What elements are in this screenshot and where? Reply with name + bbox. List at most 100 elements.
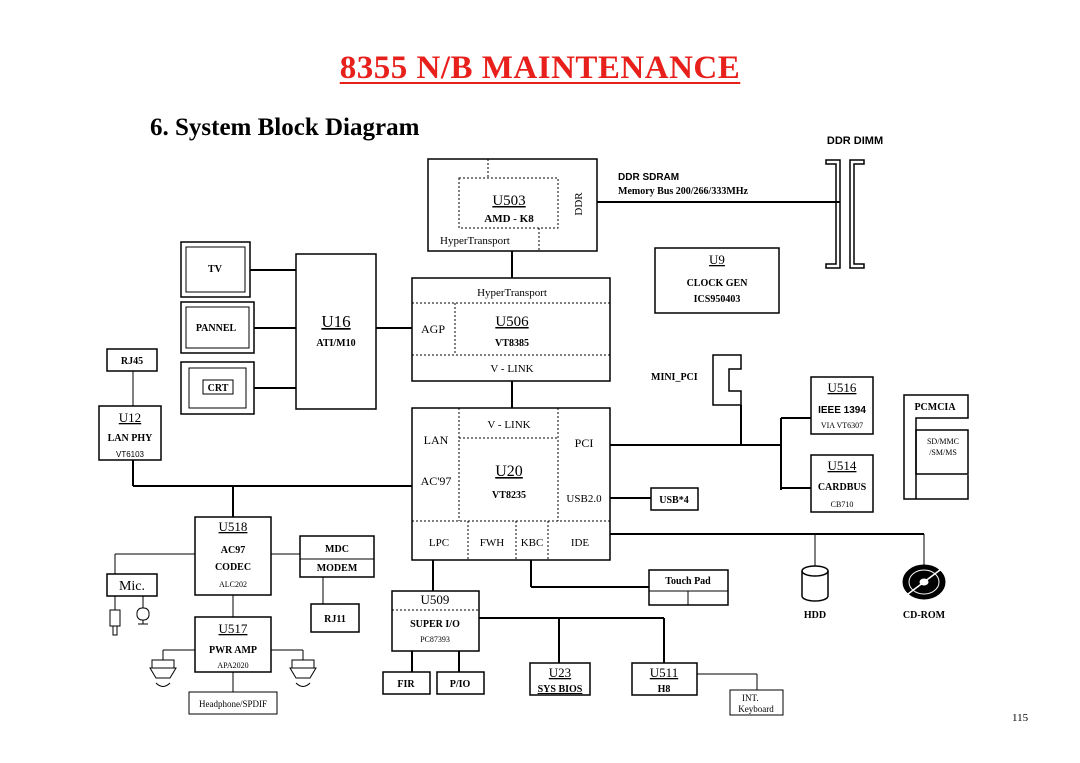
lpc-port-label: LPC bbox=[429, 537, 449, 549]
mic-label: Mic. bbox=[119, 579, 145, 594]
section-heading: 6. System Block Diagram bbox=[150, 114, 420, 141]
super-io-label: SUPER I/O bbox=[410, 619, 460, 630]
usb20-port-label: USB2.0 bbox=[566, 493, 602, 505]
u12-label: U12 bbox=[119, 410, 141, 425]
lan-phy-label: LAN PHY bbox=[108, 433, 154, 444]
fwh-port-label: FWH bbox=[480, 537, 505, 549]
u23-block bbox=[529, 662, 591, 696]
ac97-port-label: AC'97 bbox=[421, 474, 452, 488]
memory-bus-label: Memory Bus 200/266/333MHz bbox=[618, 186, 749, 197]
keyboard-label: Keyboard bbox=[738, 704, 774, 714]
u16-block bbox=[295, 253, 377, 410]
sd-mmc-label: SD/MMC bbox=[927, 437, 959, 446]
cardbus-label: CARDBUS bbox=[818, 482, 867, 493]
pio-label: P/IO bbox=[450, 679, 471, 690]
vt8235-label: VT8235 bbox=[492, 490, 526, 501]
u23-label: U23 bbox=[549, 665, 571, 680]
u518-label: U518 bbox=[219, 519, 248, 534]
u514-block bbox=[810, 454, 874, 513]
mdc-label: MDC bbox=[325, 544, 349, 555]
int-label: INT. bbox=[742, 693, 759, 703]
ide-port-label: IDE bbox=[571, 537, 590, 549]
super-io-block bbox=[391, 590, 480, 652]
amd-k8-label: AMD - K8 bbox=[484, 213, 534, 225]
pwr-amp-label: PWR AMP bbox=[209, 645, 257, 656]
pci-port-label: PCI bbox=[575, 436, 594, 450]
u16-label: U16 bbox=[321, 312, 350, 331]
sm-ms-label: /SM/MS bbox=[929, 448, 957, 457]
ddr-sdram-label: DDR SDRAM bbox=[618, 172, 679, 183]
u516-block bbox=[810, 376, 874, 435]
cpu-block bbox=[427, 158, 598, 252]
speaker-left-icon bbox=[149, 659, 177, 687]
h8-label: H8 bbox=[658, 684, 671, 695]
pannel-device bbox=[180, 301, 255, 354]
u503-label: U503 bbox=[492, 193, 525, 209]
usb4-block bbox=[650, 487, 699, 511]
pc87393-label: PC87393 bbox=[420, 635, 450, 644]
touch-pad-label: Touch Pad bbox=[665, 576, 711, 587]
u517-block bbox=[194, 616, 272, 673]
tv-label: TV bbox=[208, 264, 223, 275]
sys-bios-label: SYS BIOS bbox=[538, 684, 583, 695]
u511-label: U511 bbox=[650, 665, 678, 680]
u20-label: U20 bbox=[495, 463, 523, 480]
sb-vlink-label: V - LINK bbox=[487, 419, 530, 431]
cdrom-icon bbox=[902, 564, 946, 600]
modem-label: MODEM bbox=[317, 563, 358, 574]
pannel-label: PANNEL bbox=[196, 323, 237, 334]
vt6103-label: VT6103 bbox=[116, 450, 145, 459]
int-keyboard-block bbox=[729, 689, 784, 716]
mdc-modem-block bbox=[299, 535, 375, 578]
crt-label: CRT bbox=[208, 383, 229, 394]
u516-label: U516 bbox=[828, 380, 857, 395]
via-vt6307-label: VIA VT6307 bbox=[821, 421, 863, 430]
pio-block bbox=[436, 671, 485, 695]
touch-pad-block bbox=[648, 569, 729, 606]
lan-port-label: LAN bbox=[424, 433, 449, 447]
u511-block bbox=[631, 662, 698, 696]
mic-block bbox=[106, 573, 158, 597]
bus-lines bbox=[132, 201, 924, 672]
tv-device bbox=[180, 241, 251, 298]
ddr-vertical-label: DDR bbox=[573, 192, 585, 216]
agp-label: AGP bbox=[421, 322, 445, 336]
nb-hypertransport-label: HyperTransport bbox=[477, 287, 547, 299]
clock-gen-block bbox=[654, 247, 780, 314]
speaker-right-icon bbox=[289, 659, 317, 687]
ac97-label: AC97 bbox=[221, 545, 245, 556]
u506-label: U506 bbox=[495, 314, 529, 330]
thin-lines bbox=[114, 371, 925, 692]
rj11-block bbox=[310, 603, 360, 633]
alc202-label: ALC202 bbox=[219, 580, 247, 589]
vt8385-label: VT8385 bbox=[495, 338, 529, 349]
fir-label: FIR bbox=[397, 679, 415, 690]
ati-label: ATI/M10 bbox=[316, 338, 355, 349]
apa2020-label: APA2020 bbox=[217, 661, 248, 670]
kbc-port-label: KBC bbox=[521, 537, 544, 549]
mini-pci-slot bbox=[712, 354, 742, 406]
cpu-hypertransport-label: HyperTransport bbox=[440, 235, 510, 247]
u509-label: U509 bbox=[421, 592, 450, 607]
pcmcia-label: PCMCIA bbox=[914, 402, 956, 413]
codec-label: CODEC bbox=[215, 562, 251, 573]
ddr-dimm-slots bbox=[825, 159, 865, 269]
headphone-block bbox=[188, 691, 278, 715]
hdd-icon bbox=[801, 565, 829, 602]
rj45-label: RJ45 bbox=[121, 356, 143, 367]
rj11-label: RJ11 bbox=[324, 614, 346, 625]
nb-vlink-label: V - LINK bbox=[490, 363, 533, 375]
headphone-label: Headphone/SPDIF bbox=[199, 699, 267, 709]
lan-phy-block bbox=[98, 405, 162, 461]
ddr-dimm-label: DDR DIMM bbox=[827, 135, 883, 147]
u514-label: U514 bbox=[828, 458, 857, 473]
microphone-icon bbox=[109, 607, 150, 636]
cb710-label: CB710 bbox=[831, 500, 854, 509]
fir-block bbox=[382, 671, 431, 695]
ieee1394-label: IEEE 1394 bbox=[818, 405, 866, 416]
u517-label: U517 bbox=[219, 621, 248, 636]
page-title: 8355 N/B MAINTENANCE bbox=[339, 50, 741, 86]
page-number: 115 bbox=[1012, 712, 1029, 724]
clock-gen-label: CLOCK GEN bbox=[687, 278, 749, 289]
